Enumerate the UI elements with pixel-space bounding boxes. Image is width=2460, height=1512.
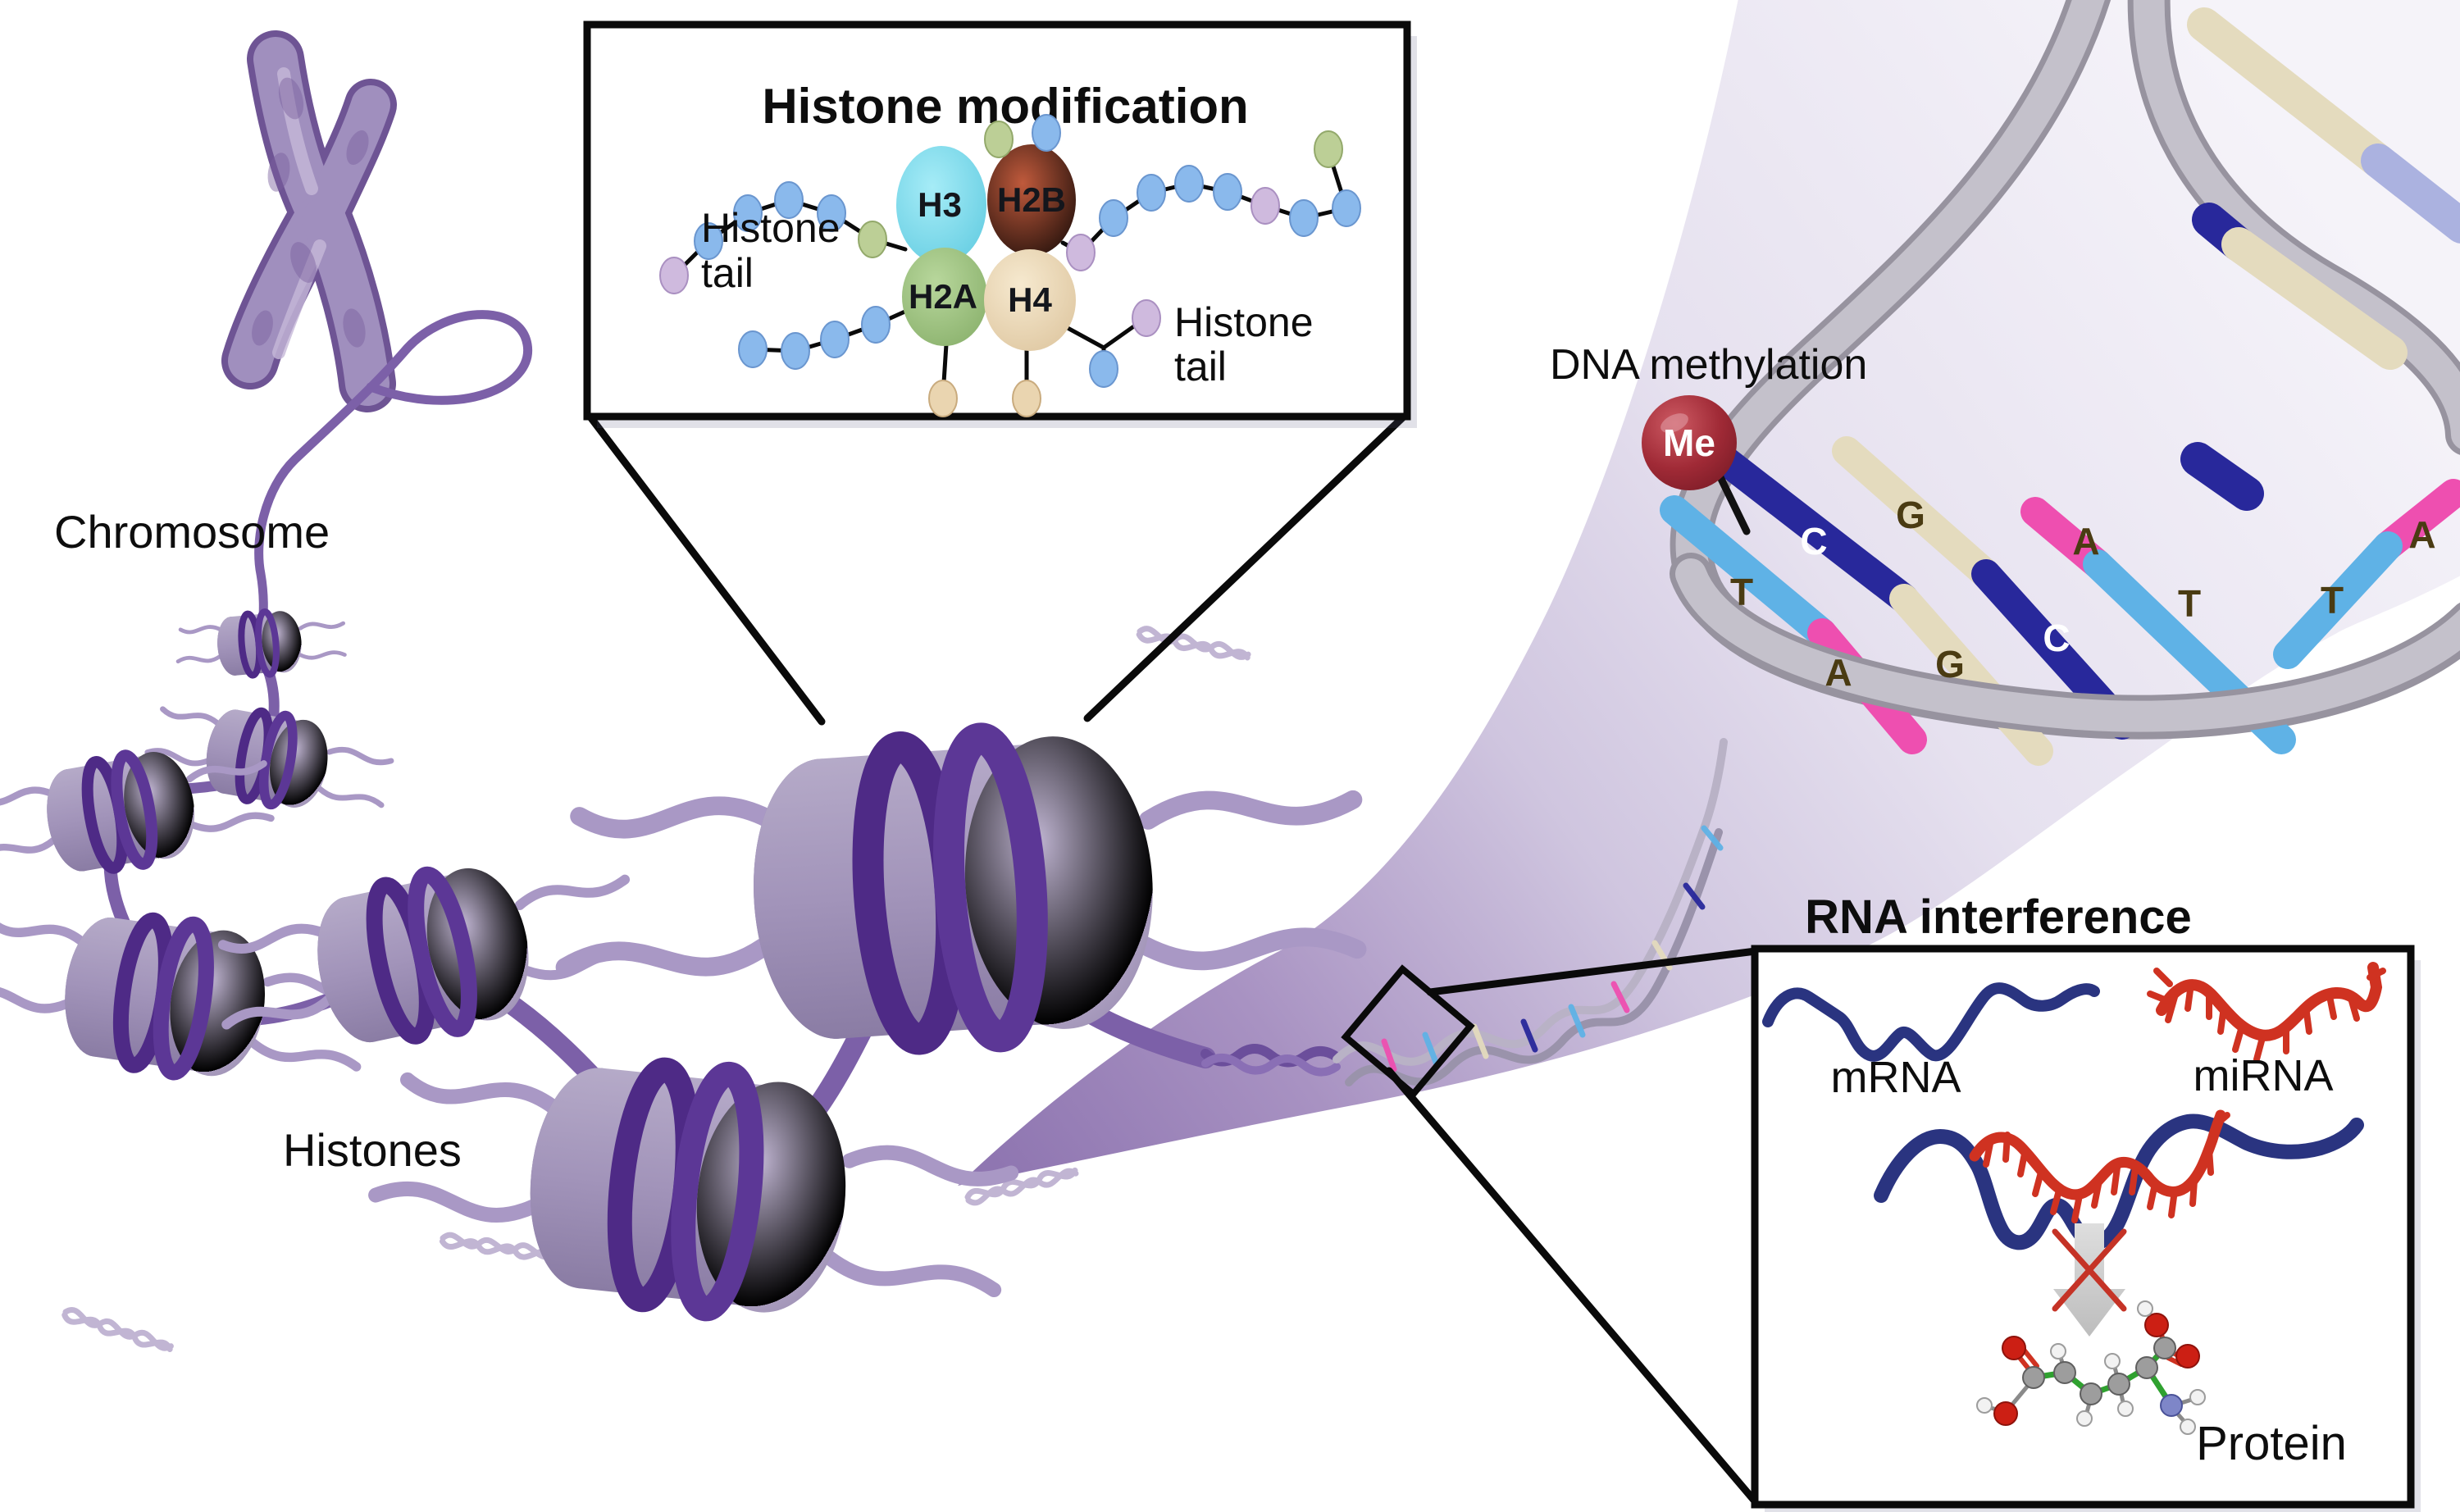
blocked-translation-arrow (2052, 1223, 2127, 1337)
histone-H2A-label: H2A (909, 277, 977, 316)
protein-molecule (1976, 1300, 2206, 1435)
histone-H2B-label: H2B (997, 180, 1066, 219)
dna-base-labels: T C G A A G C T A T (1730, 494, 2436, 694)
svg-text:tail: tail (701, 250, 754, 296)
methyl-sphere-highlight (1660, 413, 1688, 433)
red-x-icon (2052, 1228, 2127, 1312)
base-label-T: T (2321, 579, 2344, 622)
base-label-A: A (2408, 513, 2435, 556)
mirna-label: miRNA (2194, 1051, 2334, 1100)
base-label-A: A (1824, 651, 1852, 694)
rna-interference-box: RNA interference mRNA miRNA (1751, 890, 2421, 1512)
base-label-C: C (1800, 520, 1827, 562)
svg-text:Histone: Histone (701, 205, 840, 251)
protein-label: Protein (2196, 1417, 2347, 1470)
mrna-strand (1762, 982, 2100, 1062)
histone-modification-callout-lines (585, 411, 1410, 726)
histones-label: Histones (283, 1124, 462, 1176)
dna-methylation-group: DNA methylation Me (1550, 341, 1867, 535)
down-arrow-icon (2053, 1223, 2125, 1337)
histone-modification-box: Histone modification H3 H2B H2A H4 (583, 20, 1417, 428)
chromosome-illustration (221, 30, 397, 412)
dna-helix (1660, 0, 2460, 766)
base-label-T: T (1730, 571, 1753, 613)
histone-tail-beads (659, 114, 1361, 417)
mini-dna-helix (1332, 738, 1728, 1086)
histone-tail-label-right: Histone tail (1174, 299, 1314, 389)
histone-H3-label: H3 (918, 185, 962, 224)
base-label-A: A (2072, 520, 2099, 562)
base-G (1832, 436, 2001, 589)
chromosome-label: Chromosome (54, 506, 330, 558)
rna-interference-title: RNA interference (1805, 890, 2192, 944)
methyl-label: Me (1663, 421, 1715, 464)
base-label-C: C (2043, 617, 2070, 659)
svg-text:Histone: Histone (1174, 299, 1314, 345)
base-label-T: T (2178, 582, 2201, 625)
protein-atoms (1976, 1300, 2206, 1435)
base-T (2273, 531, 2403, 669)
methyl-pointer-line (1716, 473, 1751, 535)
base-T (1660, 495, 1837, 648)
zoom-source-rect (1341, 964, 1475, 1099)
histone-H2B (987, 144, 1076, 256)
svg-text:tail: tail (1174, 344, 1227, 389)
histone-H3 (896, 146, 986, 264)
histone-tail-label-left: Histone tail (701, 205, 840, 296)
histone-H2A (902, 248, 987, 346)
histone-H4 (984, 249, 1076, 351)
base-label-G: G (1935, 643, 1965, 685)
mrna-label: mRNA (1831, 1053, 1961, 1102)
rna-zoom-callout (1341, 947, 1760, 1506)
base-label-G: G (1896, 494, 1925, 536)
histone-H4-label: H4 (1008, 280, 1052, 319)
base-C (1709, 444, 1919, 613)
twisted-chromatin-rope (1200, 1044, 1342, 1077)
methyl-group-sphere (1642, 395, 1737, 490)
mirna-strand (2147, 962, 2386, 1063)
dna-methylation-label: DNA methylation (1550, 341, 1867, 389)
